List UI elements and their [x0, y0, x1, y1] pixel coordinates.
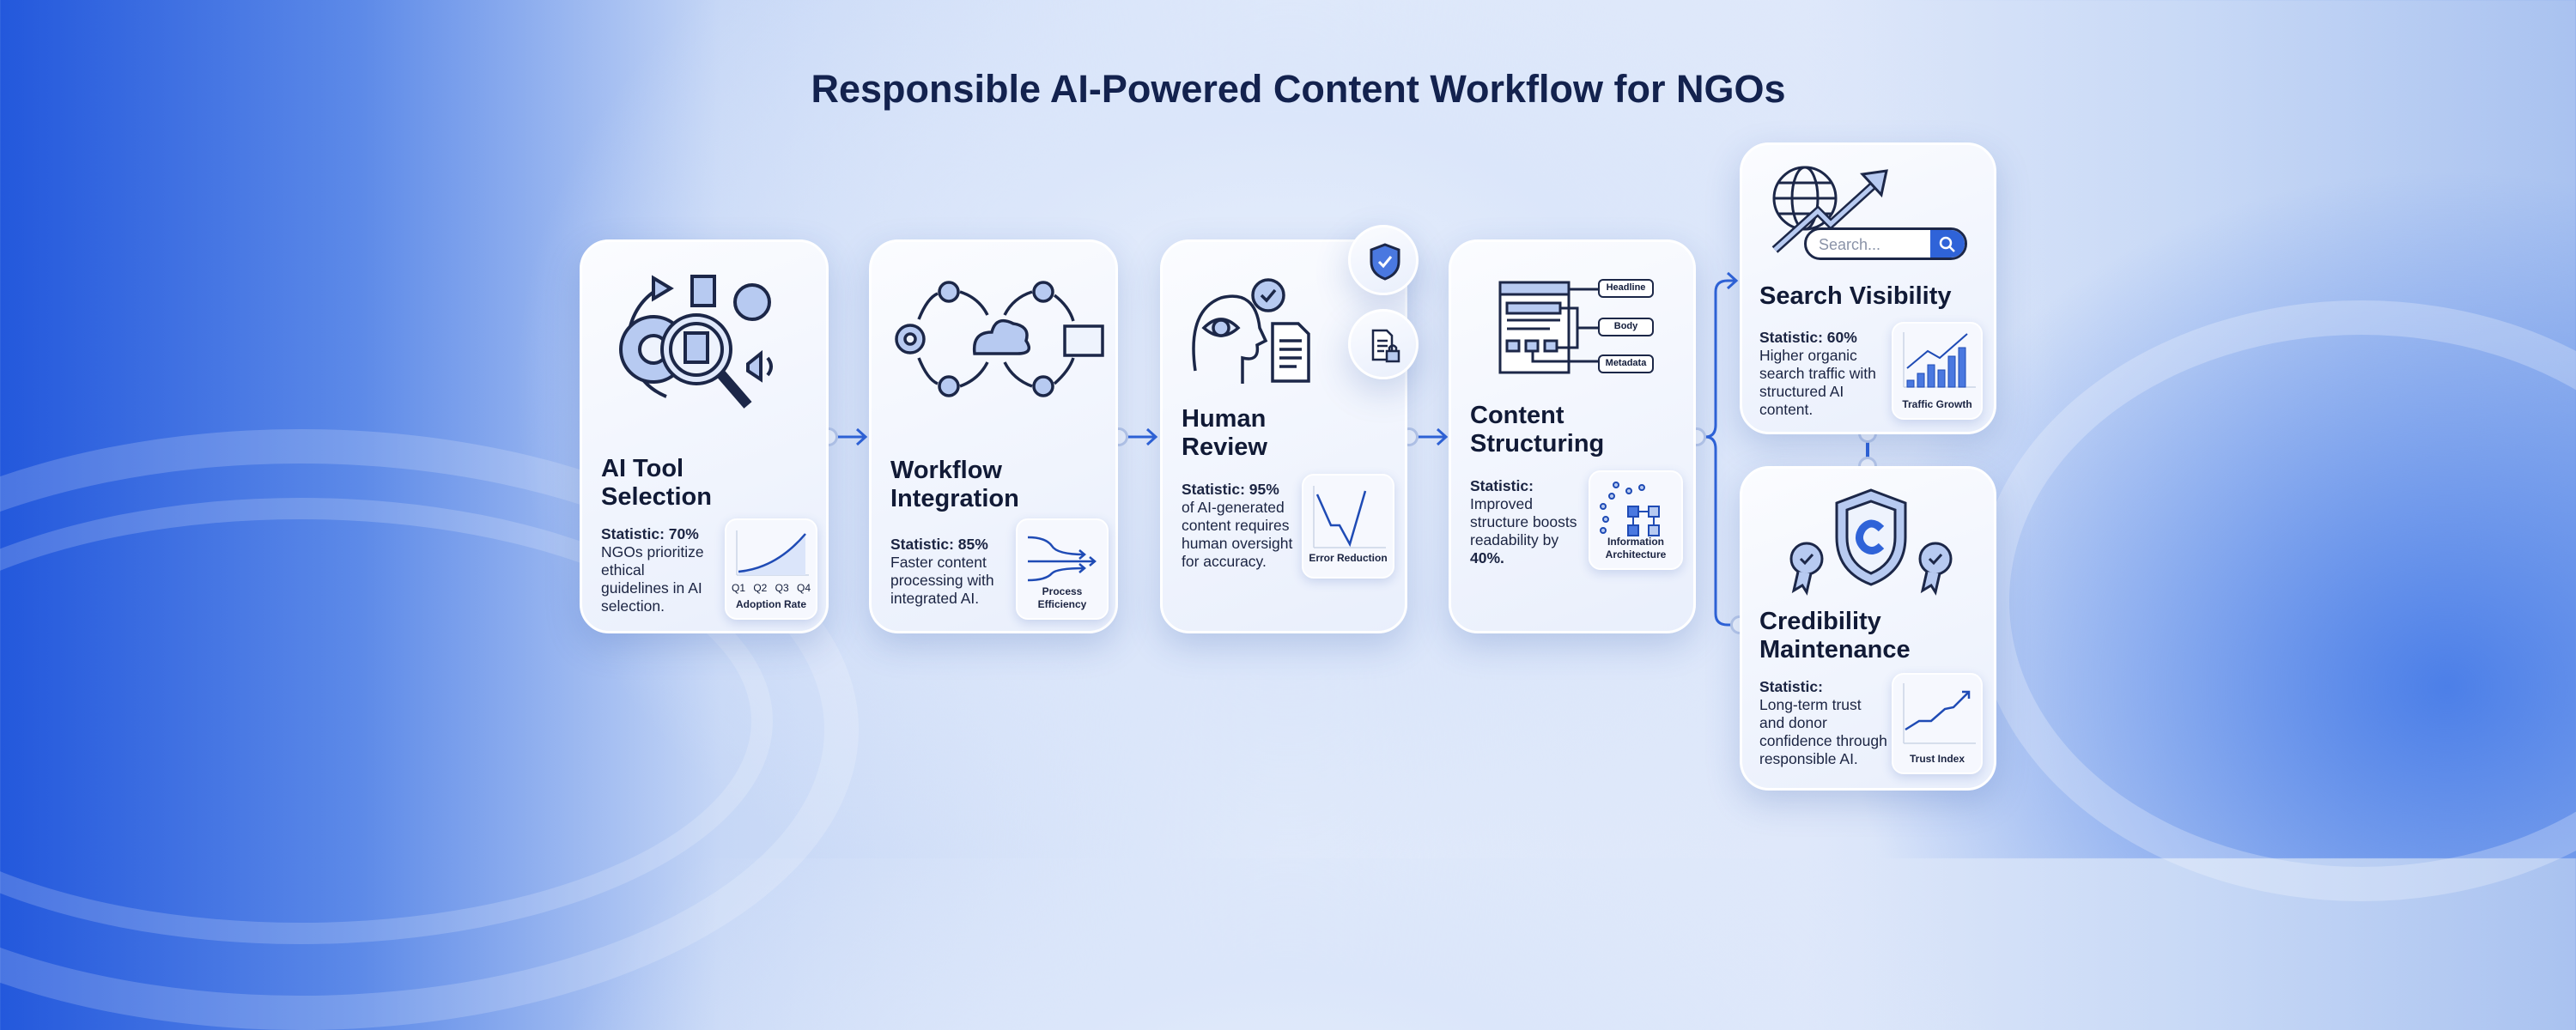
- mini-chart-error-reduction: Error Reduction: [1302, 474, 1394, 579]
- stat-value: 40%.: [1470, 549, 1504, 566]
- document-lock-icon: [1371, 329, 1400, 363]
- cloud-gear-cycle-icon: [895, 281, 1104, 397]
- tick-label: Q1: [732, 582, 746, 594]
- tick-label: Q4: [796, 582, 811, 594]
- stat-label: Statistic: 85%: [890, 536, 988, 553]
- tag-body: Body: [1598, 318, 1654, 336]
- step-title: Integration: [890, 485, 1019, 512]
- step-title: Human: [1182, 405, 1267, 433]
- search-button[interactable]: [1930, 230, 1965, 258]
- step-title: Content: [1470, 402, 1564, 429]
- mini-chart-label: Traffic Growth: [1902, 398, 1972, 410]
- step-title: Structuring: [1470, 430, 1605, 457]
- tick-label: Q2: [753, 582, 768, 594]
- stat-text: of AI-generated content requires human o…: [1182, 499, 1293, 570]
- document-structure-icon: [1498, 281, 1598, 374]
- document-lock-badge: [1348, 309, 1419, 379]
- mini-chart-label: Trust Index: [1909, 753, 1965, 765]
- mini-chart-traffic-growth: Traffic Growth: [1892, 322, 1983, 420]
- shield-badge-icon: [1789, 488, 1953, 596]
- stat-label: Statistic: 60%: [1759, 329, 1857, 346]
- stat-text: Improved structure boosts readability by: [1470, 495, 1577, 548]
- page-title: Responsible AI-Powered Content Workflow …: [811, 67, 1786, 111]
- step-title: Maintenance: [1759, 636, 1911, 663]
- mini-chart-process-efficiency: Process Efficiency: [1016, 518, 1109, 620]
- step-title: AI Tool: [601, 455, 684, 482]
- mini-chart-label: Process Efficiency: [1037, 585, 1087, 610]
- tick-label: Q3: [775, 582, 789, 594]
- stat-label: Statistic:: [1759, 678, 1823, 695]
- stat-text: Higher organic search traffic with struc…: [1759, 347, 1876, 418]
- mini-chart-label: Adoption Rate: [736, 598, 806, 610]
- gear-magnifier-document-icon: [619, 275, 773, 409]
- tag-metadata: Metadata: [1598, 354, 1654, 373]
- step-title: Review: [1182, 433, 1267, 461]
- stat-label: Statistic:: [1470, 477, 1534, 494]
- stat-text: Long-term trust and donor confidence thr…: [1759, 696, 1887, 767]
- search-input[interactable]: Search...: [1804, 227, 1967, 260]
- mini-chart-label: Error Reduction: [1309, 552, 1388, 564]
- mini-chart-adoption-rate: Q1 Q2 Q3 Q4 Adoption Rate: [725, 518, 817, 620]
- human-eye-review-icon: [1192, 278, 1310, 384]
- step-title: Credibility: [1759, 608, 1881, 635]
- stat-label: Statistic: 95%: [1182, 481, 1279, 498]
- stat-label: Statistic: 70%: [601, 525, 699, 542]
- search-icon: [1939, 236, 1955, 252]
- step-title: Selection: [601, 483, 712, 511]
- stat-text: NGOs prioritize ethical guidelines in AI…: [601, 543, 704, 615]
- tag-headline: Headline: [1598, 279, 1654, 298]
- globe-growth-icon: [1771, 166, 1888, 253]
- mini-chart-trust-index: Trust Index: [1892, 673, 1983, 774]
- shield-check-icon: [1370, 243, 1400, 281]
- mini-chart-information-architecture: Information Architecture: [1589, 470, 1683, 570]
- shield-check-badge: [1348, 225, 1419, 295]
- step-title: Search Visibility: [1759, 282, 1952, 310]
- step-card-search-visibility: Search... Search Visibility Statistic: 6…: [1740, 142, 1996, 434]
- step-title: Workflow: [890, 457, 1002, 484]
- mini-chart-label: Information Architecture: [1605, 536, 1667, 560]
- stat-text: Faster content processing with integrate…: [890, 554, 994, 607]
- search-placeholder: Search...: [1819, 236, 1881, 253]
